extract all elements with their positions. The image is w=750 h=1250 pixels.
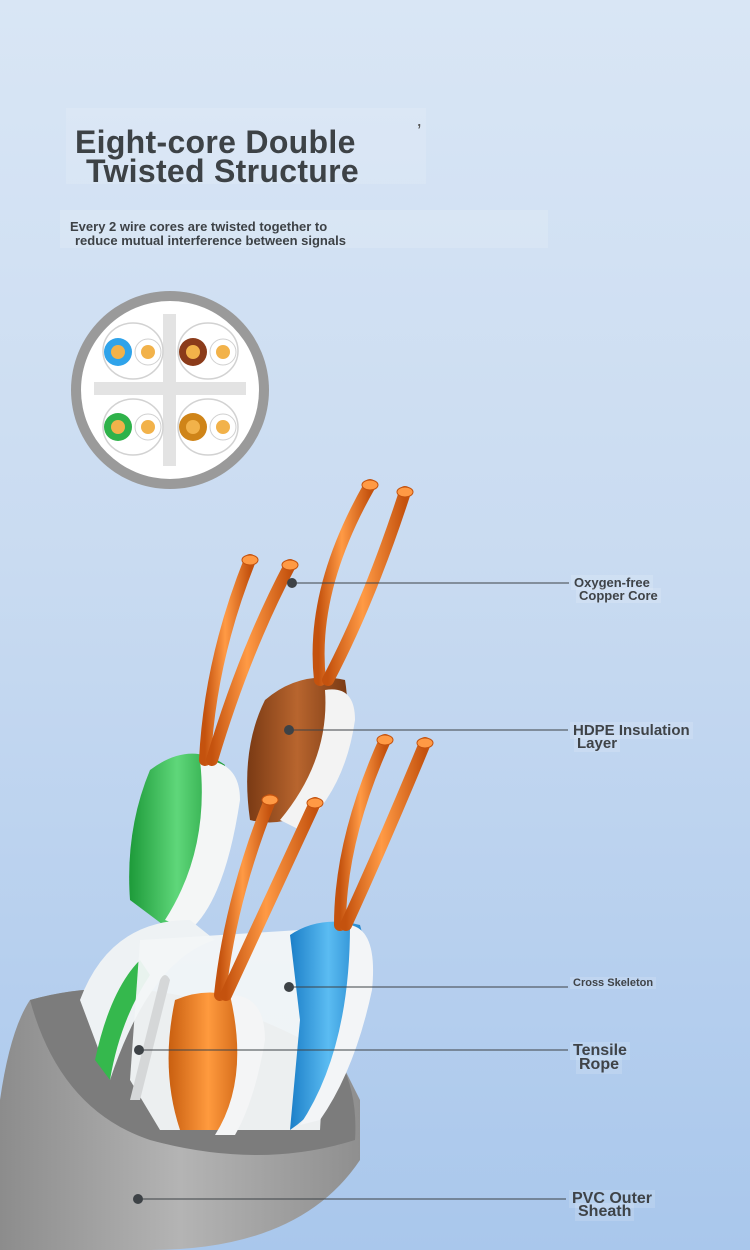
page-title-line-1: Eight-core Double (75, 124, 356, 160)
dot-cross (284, 982, 294, 992)
dot-hdpe (284, 725, 294, 735)
title-backdrop (66, 108, 426, 184)
label-hdpe-line-1: HDPE Insulation (570, 722, 693, 739)
label-tensile-line-2: Rope (576, 1056, 622, 1074)
label-pvc-line-1: PVC Outer (569, 1190, 656, 1208)
label-tensile-line-1: Tensile (570, 1042, 630, 1060)
cross-section-skeleton-vertical (163, 314, 176, 466)
subtitle-backdrop (60, 210, 548, 248)
label-cross-skeleton: Cross Skeleton (570, 977, 657, 989)
dot-pvc (133, 1194, 143, 1204)
tensile-rope-shape (130, 975, 170, 1100)
label-hdpe-line-2: Layer (574, 735, 621, 752)
subtitle-line-2: reduce mutual interference between signa… (75, 233, 346, 248)
cross-section-diagram (71, 291, 269, 489)
callout-leaders (138, 582, 569, 1200)
label-oxygen-free-line-2: Copper Core (576, 588, 661, 603)
title-glyph-mark: ’ (417, 121, 422, 143)
cable-3d-render (0, 479, 434, 1250)
dot-tensile (134, 1045, 144, 1055)
label-pvc-line-2: Sheath (575, 1203, 635, 1221)
dot-oxygen-free (287, 578, 297, 588)
label-oxygen-free-line-1: Oxygen-free (571, 575, 653, 590)
page-title-line-2: Twisted Structure (86, 153, 359, 189)
subtitle-line-1: Every 2 wire cores are twisted together … (70, 219, 328, 234)
callout-dots (133, 578, 297, 1204)
